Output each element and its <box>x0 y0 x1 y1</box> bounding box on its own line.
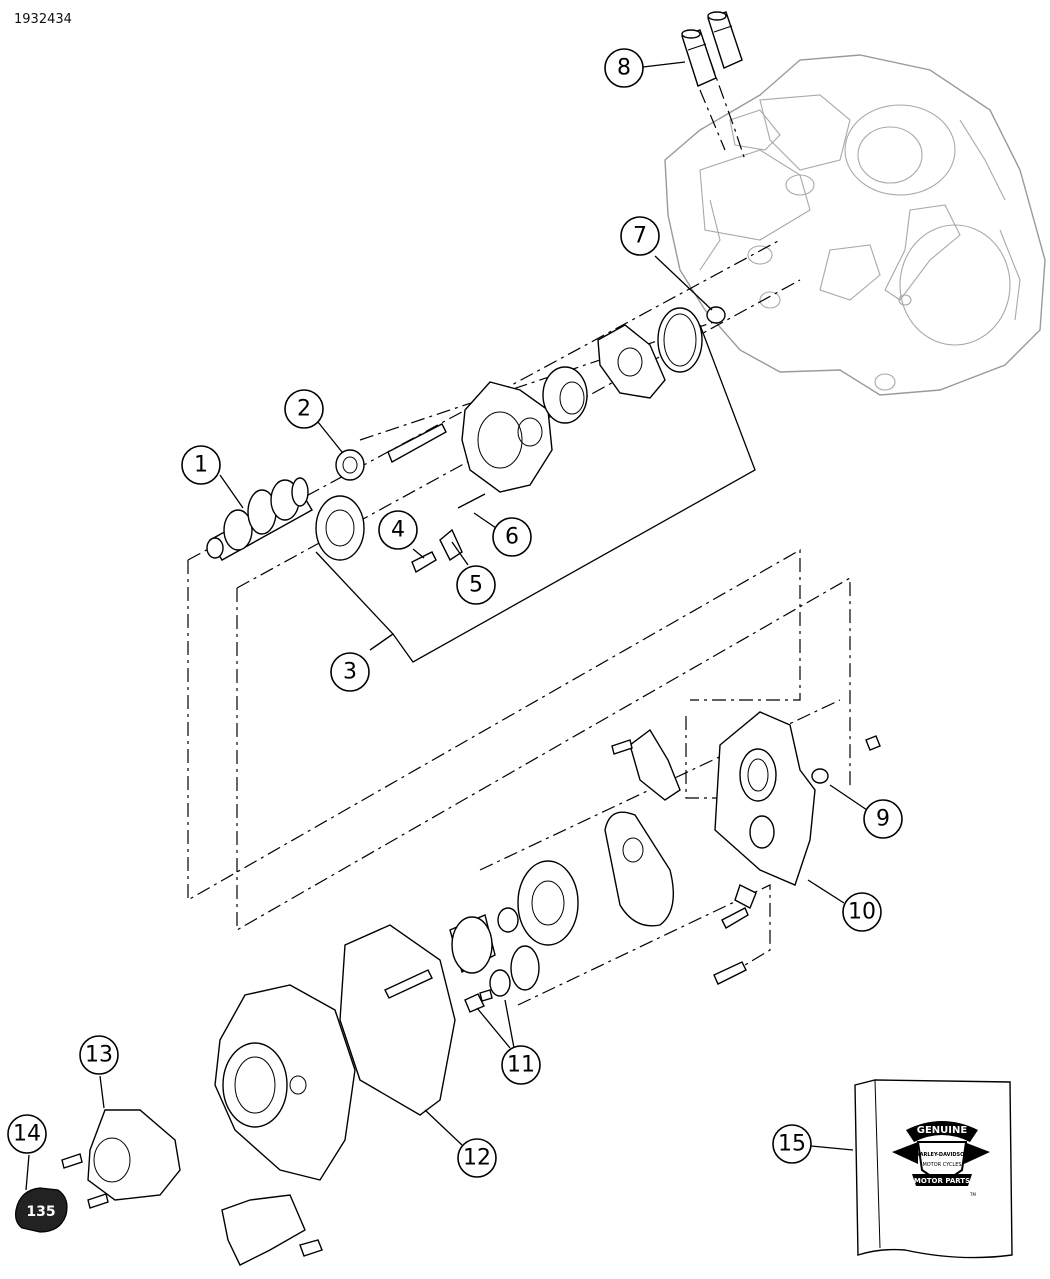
o-ring-part <box>706 306 726 324</box>
cam-cover-part <box>214 984 356 1181</box>
callout-11: 11 <box>501 1045 541 1085</box>
document-id: 1932434 <box>14 12 72 27</box>
badge-text: 135 <box>26 1204 55 1220</box>
callout-9-label: 9 <box>876 807 890 832</box>
logo-brand-line1: HARLEY-DAVIDSON <box>915 1152 968 1158</box>
callout-10-label: 10 <box>848 900 876 925</box>
callout-10: 10 <box>842 892 882 932</box>
timer-cover-part <box>61 1109 181 1209</box>
camshaft-part <box>206 477 313 561</box>
callout-1: 1 <box>181 445 221 485</box>
genuine-motor-parts-logo: GENUINE HARLEY-DAVIDSON MOTOR CYCLES MOT… <box>892 1121 990 1197</box>
logo-brand-line2: MOTOR CYCLES <box>922 1162 961 1168</box>
leader-lines <box>25 61 868 1191</box>
callout-6: 6 <box>492 517 532 557</box>
callout-14: 14 <box>7 1114 47 1154</box>
logo-bottom-text: MOTOR PARTS <box>914 1177 970 1185</box>
medallion-badge-part: 135 <box>15 1187 68 1233</box>
callout-14-label: 14 <box>13 1122 41 1147</box>
callout-4-label: 4 <box>391 518 405 543</box>
callout-8: 8 <box>604 48 644 88</box>
logo-trademark: TM <box>969 1192 976 1197</box>
callout-8-label: 8 <box>617 56 631 81</box>
logo-top-text: GENUINE <box>917 1125 968 1136</box>
oil-pump-assembly <box>315 307 703 574</box>
callout-3: 3 <box>330 652 370 692</box>
callout-7: 7 <box>620 216 660 256</box>
callout-15: 15 <box>772 1124 812 1164</box>
lower-bracket-part <box>221 1194 323 1266</box>
callout-2-label: 2 <box>297 397 311 422</box>
callout-11-label: 11 <box>507 1053 535 1078</box>
callout-9: 9 <box>863 799 903 839</box>
callout-3-label: 3 <box>343 660 357 685</box>
chain-tensioner-part <box>611 728 681 801</box>
callout-5-label: 5 <box>469 573 483 598</box>
bearing-part <box>335 449 365 481</box>
callout-15-label: 15 <box>778 1132 806 1157</box>
callout-5: 5 <box>456 565 496 605</box>
callout-1-label: 1 <box>194 453 208 478</box>
callout-12-label: 12 <box>463 1146 491 1171</box>
cam-support-plate-part <box>713 711 881 985</box>
callout-7-label: 7 <box>633 224 647 249</box>
lifters-part <box>681 11 743 87</box>
callout-4: 4 <box>378 510 418 550</box>
callout-12: 12 <box>457 1138 497 1178</box>
cover-gasket-part <box>339 924 456 1116</box>
cam-chain-part <box>604 811 674 927</box>
callout-13-label: 13 <box>85 1043 113 1068</box>
genuine-parts-package: GENUINE HARLEY-DAVIDSON MOTOR CYCLES MOT… <box>854 1079 1013 1259</box>
crankcase-illustration <box>664 54 1046 396</box>
sprocket-set-part <box>449 860 579 1013</box>
cover-bolt-part <box>384 969 433 999</box>
callout-6-label: 6 <box>505 525 519 550</box>
callout-2: 2 <box>284 389 324 429</box>
callout-13: 13 <box>79 1035 119 1075</box>
